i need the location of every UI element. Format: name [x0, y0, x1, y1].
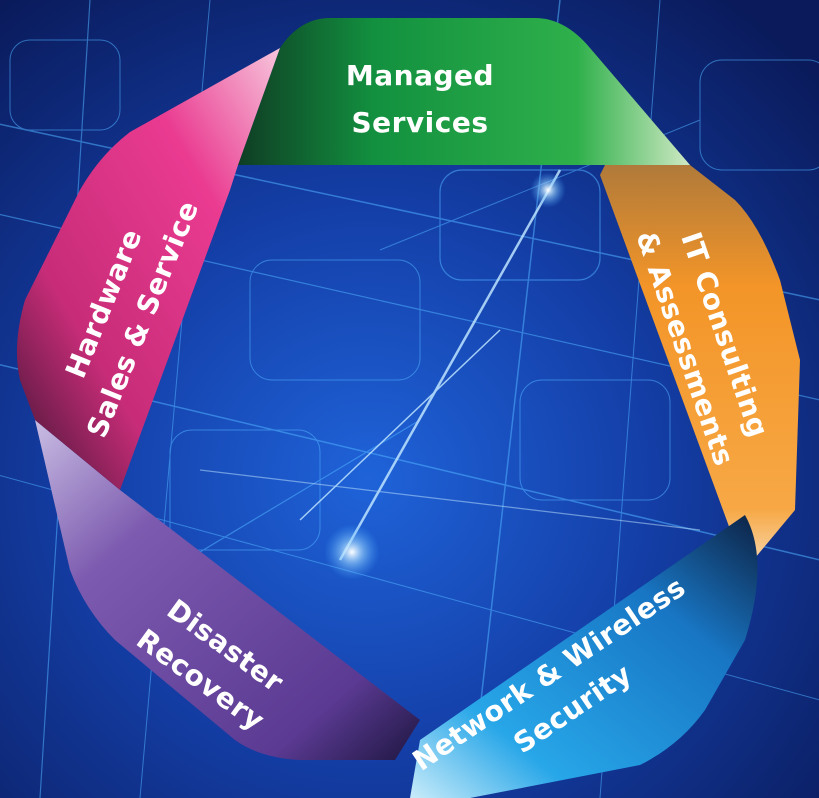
segment-disaster-recovery: [35, 420, 420, 760]
ribbon-segments: [16, 18, 800, 798]
label-managed-services: Managed Services: [346, 59, 494, 139]
bright-circuit-lines: [199, 169, 701, 561]
segment-managed-services: [238, 18, 690, 165]
light-flare: [324, 524, 380, 580]
segment-hardware-sales: [16, 48, 280, 490]
label-managed-line2: Services: [351, 106, 488, 139]
segment-network-security: [410, 515, 758, 798]
label-managed-line1: Managed: [346, 59, 494, 92]
light-flare: [530, 172, 566, 208]
segment-it-consulting: [600, 165, 800, 570]
